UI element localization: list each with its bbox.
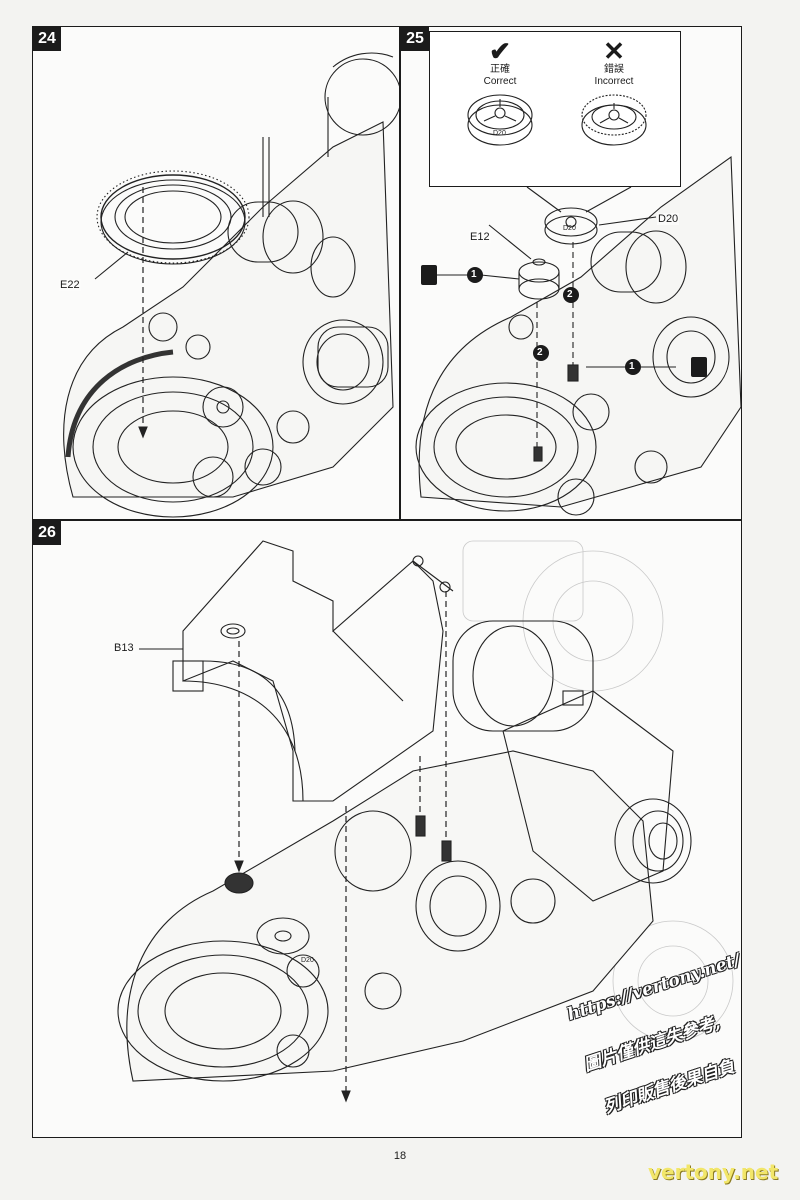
correct-orientation: ✔ 正確 Correct D20 xyxy=(450,38,550,162)
step-26-illustration: D20 xyxy=(117,540,734,1103)
d20-gear-correct-drawing: D20 xyxy=(467,94,533,146)
gear-orientation-callout: ✔ 正確 Correct D20 ✕ 錯誤 Incorrect xyxy=(429,31,681,187)
cross-icon: ✕ xyxy=(603,36,625,66)
part-label-b13: B13 xyxy=(113,642,135,654)
d20-gear-incorrect-drawing xyxy=(581,94,647,146)
sequence-marker-1: 1 xyxy=(471,269,477,280)
incorrect-orientation: ✕ 錯誤 Incorrect xyxy=(564,38,664,162)
correct-label-zh: 正確 xyxy=(490,64,510,75)
svg-text:D20: D20 xyxy=(493,130,506,137)
sequence-marker-2: 2 xyxy=(567,289,573,300)
sequence-marker-1: 1 xyxy=(629,361,635,372)
correct-label-en: Correct xyxy=(483,76,517,87)
part-label-e22: E22 xyxy=(59,279,81,291)
step-number: 24 xyxy=(33,27,61,51)
step-25-illustration xyxy=(415,155,741,516)
step-24-illustration xyxy=(63,52,399,518)
part-label-d20: D20 xyxy=(657,213,680,225)
incorrect-label-en: Incorrect xyxy=(594,76,634,87)
step-25-panel: 25 xyxy=(400,26,742,520)
page-number: 18 xyxy=(393,1150,407,1162)
step-26-panel: 26 xyxy=(32,520,742,1138)
step-number: 25 xyxy=(401,27,429,51)
incorrect-label-zh: 錯誤 xyxy=(604,64,624,75)
sequence-marker-2: 2 xyxy=(537,347,543,358)
d20-marking: D20 xyxy=(301,957,314,964)
d20-marking: D20 xyxy=(563,225,576,232)
step-number: 26 xyxy=(33,521,61,545)
watermark-site: vertony.net xyxy=(648,1160,779,1184)
step-24-panel: 24 xyxy=(32,26,400,520)
part-label-e12: E12 xyxy=(469,231,491,243)
check-icon: ✔ xyxy=(489,36,511,66)
